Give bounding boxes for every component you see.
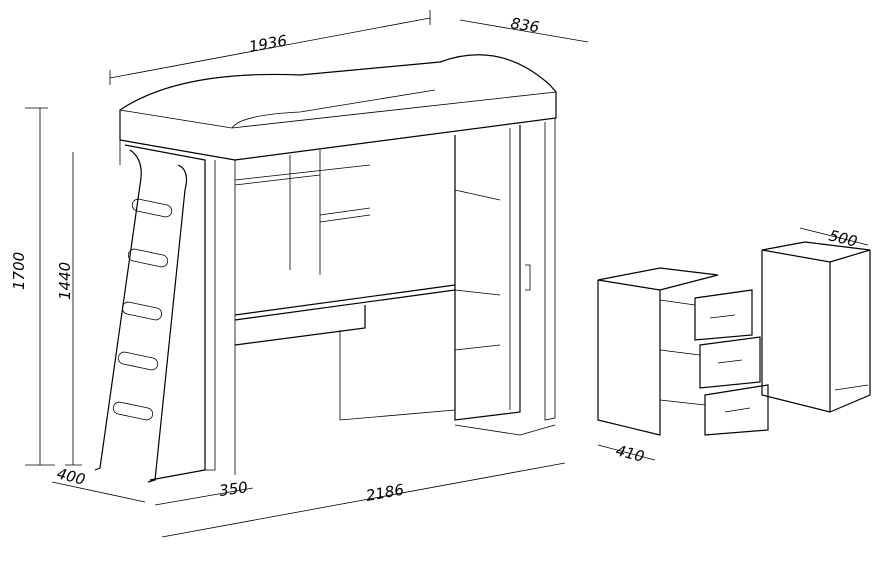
- dim-410: 410: [614, 441, 646, 465]
- dim-2186: 2186: [365, 481, 406, 505]
- dimension-labels: 1936 836 1700 1440 400 350 2186 410 500: [10, 14, 859, 505]
- dim-1700: 1700: [10, 252, 28, 290]
- dim-836: 836: [509, 14, 540, 36]
- cabinet: [761, 241, 871, 413]
- dim-1440: 1440: [56, 262, 74, 300]
- dim-1936: 1936: [248, 32, 289, 56]
- dim-350: 350: [218, 478, 249, 500]
- loft-bed: [94, 54, 557, 483]
- dimension-lines: [25, 10, 869, 538]
- dim-400: 400: [55, 464, 87, 488]
- drawer-unit: [597, 267, 769, 436]
- dim-500: 500: [827, 226, 859, 250]
